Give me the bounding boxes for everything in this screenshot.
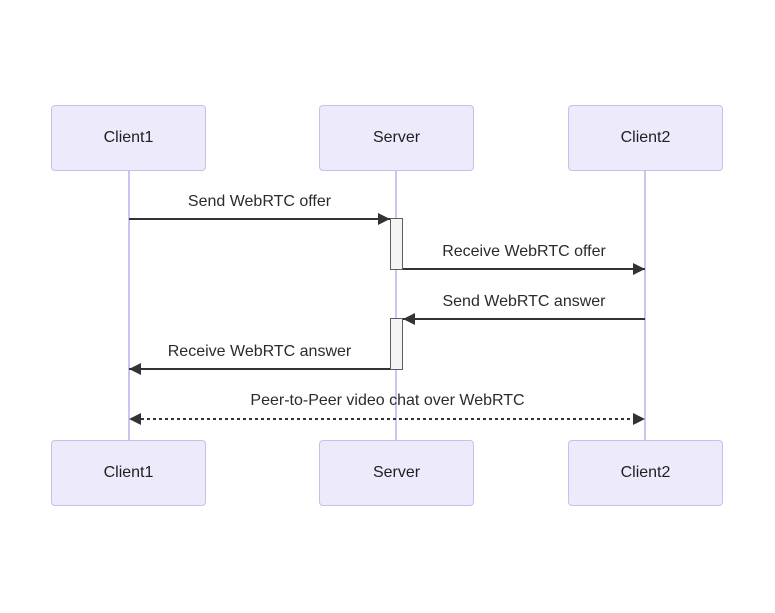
message-line-receive-webrtc-answer [129, 368, 396, 370]
actor-bottom-client2: Client2 [568, 440, 723, 506]
actor-label: Server [372, 464, 421, 481]
message-line-peer-to-peer [141, 418, 633, 420]
message-line-send-webrtc-offer [129, 218, 390, 220]
arrowhead-right-icon [633, 413, 645, 425]
message-line-receive-webrtc-offer [403, 268, 645, 270]
message-label-receive-webrtc-offer: Receive WebRTC offer [442, 243, 606, 260]
actor-label: Server [372, 129, 421, 146]
lifeline-server [395, 171, 397, 440]
lifeline-client2 [644, 171, 646, 440]
message-label-receive-webrtc-answer: Receive WebRTC answer [167, 343, 352, 360]
actor-bottom-server: Server [319, 440, 474, 506]
actor-label: Client1 [103, 129, 154, 146]
actor-top-server: Server [319, 105, 474, 171]
message-label-send-webrtc-offer: Send WebRTC offer [187, 193, 332, 210]
message-label-peer-to-peer: Peer-to-Peer video chat over WebRTC [250, 392, 525, 409]
actor-label: Client1 [103, 464, 154, 481]
arrowhead-right-icon [378, 213, 390, 225]
arrowhead-left-icon [129, 363, 141, 375]
activation-bar-server-1 [390, 218, 403, 270]
actor-label: Client2 [620, 464, 671, 481]
actor-top-client2: Client2 [568, 105, 723, 171]
arrowhead-left-icon [129, 413, 141, 425]
lifeline-client1 [128, 171, 130, 440]
message-label-send-webrtc-answer: Send WebRTC answer [442, 293, 606, 310]
actor-bottom-client1: Client1 [51, 440, 206, 506]
actor-label: Client2 [620, 129, 671, 146]
message-line-send-webrtc-answer [403, 318, 645, 320]
arrowhead-left-icon [403, 313, 415, 325]
activation-bar-server-2 [390, 318, 403, 370]
actor-top-client1: Client1 [51, 105, 206, 171]
arrowhead-right-icon [633, 263, 645, 275]
